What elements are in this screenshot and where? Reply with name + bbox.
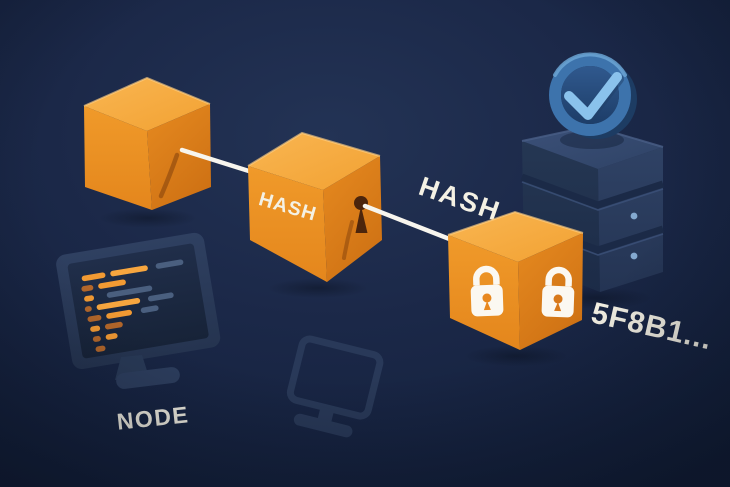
blockchain-illustration: NODE HASH HASH xyxy=(0,0,730,487)
vignette-overlay xyxy=(0,0,730,487)
